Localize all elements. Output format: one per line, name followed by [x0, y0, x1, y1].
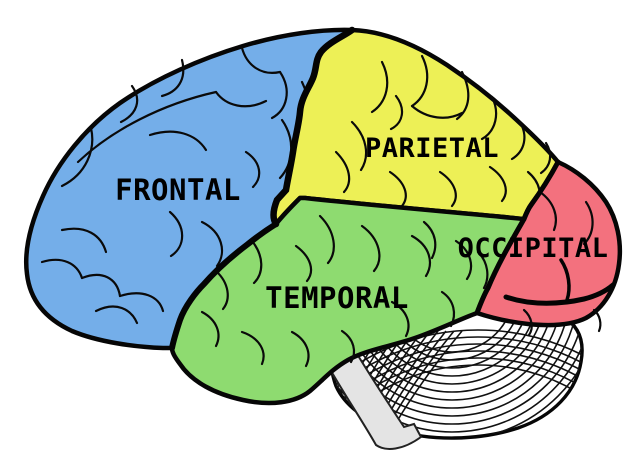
temporal-sulci — [200, 214, 489, 368]
frontal-label: FRONTAL — [115, 173, 241, 207]
lateral-sulcus-line — [169, 221, 279, 351]
occipital-sulci — [503, 190, 616, 337]
occipital-temporal-boundary — [474, 216, 527, 316]
parietal-label: PARIETAL — [365, 133, 499, 164]
parieto-occipital-boundary — [521, 159, 561, 222]
temporal-label: TEMPORAL — [265, 281, 409, 315]
parietal-temporal-dotted-line — [303, 196, 526, 221]
central-sulcus-line — [270, 26, 356, 228]
occipital-label: OCCIPITAL — [458, 233, 609, 264]
parietal-sulci — [334, 54, 552, 208]
